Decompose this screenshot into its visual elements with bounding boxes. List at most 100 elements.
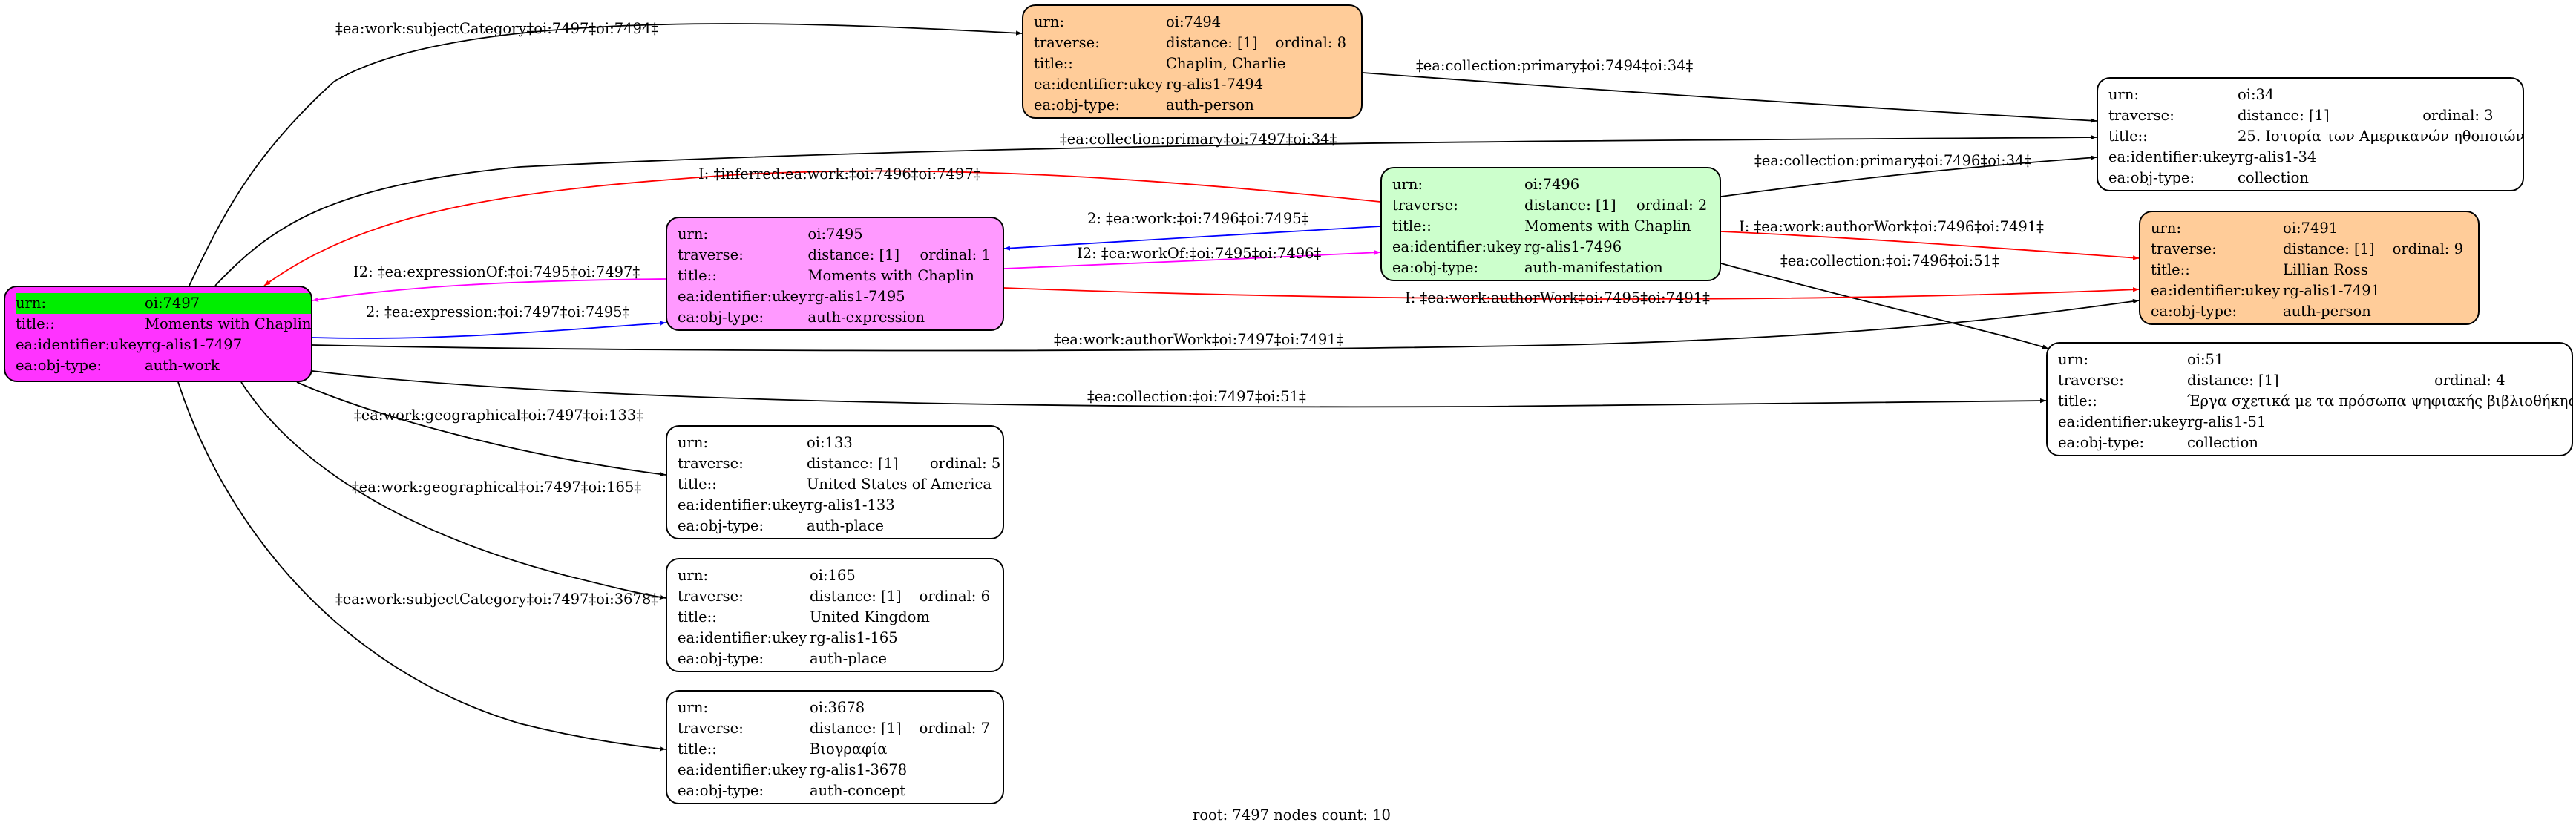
node-attribute-row: ea:obj-type: auth-place	[678, 648, 990, 669]
attribute-ordinal: ordinal: 9	[2392, 240, 2463, 257]
attribute-ordinal: ordinal: 2	[1636, 197, 1708, 214]
node-attribute-row: ea:obj-type:auth-person	[1034, 95, 1346, 116]
attribute-value: oi:7491	[2283, 220, 2339, 237]
node-attribute-row: traverse:distance: [1]ordinal: 9	[2151, 239, 2463, 260]
attribute-key: title::	[2108, 128, 2148, 145]
attribute-key: urn:	[1034, 13, 1065, 30]
attribute-key: ea:identifier:ukey	[2151, 282, 2280, 299]
attribute-key: ea:obj-type:	[678, 650, 764, 667]
attribute-value: rg-alis1-7495	[807, 288, 905, 305]
attribute-value: distance: [1]	[807, 455, 899, 472]
node-attribute-row: title::Lillian Ross	[2151, 260, 2463, 280]
attribute-ordinal: ordinal: 7	[919, 720, 990, 737]
node-attribute-row: traverse:distance: [1]ordinal: 5	[678, 453, 1003, 474]
attribute-value: distance: [1]	[2283, 240, 2375, 257]
node-attribute-row: ea:obj-type:auth-concept	[678, 781, 990, 801]
node-attribute-row: ea:obj-type:collection	[2058, 433, 2572, 453]
attribute-value: auth-place	[807, 517, 884, 534]
node-attribute-row: urn:oi:7495	[678, 224, 992, 245]
attribute-value: United Kingdom	[810, 608, 930, 625]
node-attribute-row: title::Βιογραφία	[678, 739, 990, 760]
attribute-key: ea:identifier:ukey	[678, 496, 807, 513]
edge-4	[263, 170, 1381, 286]
node-attribute-row: traverse:distance: [1]ordinal: 2	[1392, 195, 1708, 216]
attribute-key: ea:obj-type:	[2151, 303, 2238, 320]
attribute-key: ea:obj-type:	[16, 357, 102, 374]
edge-13	[312, 298, 2140, 352]
attribute-ordinal: ordinal: 3	[2422, 107, 2494, 124]
node-attribute-row: ea:obj-type:auth-work	[16, 355, 311, 376]
attribute-key: traverse:	[678, 246, 744, 263]
edge-1	[189, 23, 1023, 286]
edge-label: I2: ‡ea:expressionOf:‡oi:7495‡oi:7497‡	[353, 263, 640, 280]
attribute-value: auth-expression	[807, 309, 925, 326]
attribute-key: title::	[678, 608, 717, 625]
attribute-value: Moments with Chaplin	[1524, 217, 1691, 234]
node-attribute-row: title::Moments with Chaplin	[678, 266, 992, 286]
edge-8	[1720, 231, 2140, 260]
attribute-key: urn:	[678, 434, 709, 451]
edge-label: I: ‡inferred:ea:work:‡oi:7496‡oi:7497‡	[698, 165, 981, 183]
edge-14	[312, 370, 2047, 408]
edge-10	[312, 278, 666, 302]
attribute-value: 25. Ιστορία των Αμερικανών ηθοποιών	[2238, 128, 2524, 145]
attribute-value: rg-alis1-133	[807, 496, 895, 513]
attribute-key: ea:identifier:ukey	[1392, 238, 1521, 255]
edge-label: I: ‡ea:work:authorWork‡oi:7495‡oi:7491‡	[1405, 289, 1710, 306]
attribute-value: oi:7495	[807, 226, 863, 243]
edge-16	[240, 381, 666, 600]
node-attribute-row: urn:oi:7497	[16, 293, 311, 314]
node-attribute-row: ea:obj-type:auth-person	[2151, 301, 2463, 322]
edge-5	[1720, 155, 2097, 197]
attribute-key: ea:identifier:ukey	[678, 629, 807, 646]
node-attribute-row: ea:obj-type:auth-expression	[678, 307, 992, 328]
attribute-value: distance: [1]	[807, 246, 900, 263]
edge-12	[1003, 287, 2140, 300]
attribute-value: auth-place	[810, 650, 887, 667]
attribute-key: title::	[16, 315, 55, 332]
attribute-value: rg-alis1-34	[2238, 148, 2317, 165]
node-attribute-row: urn:oi:133	[678, 433, 1003, 453]
attribute-value: distance: [1]	[1524, 197, 1616, 214]
node-attribute-row: title::25. Ιστορία των Αμερικανών ηθοποι…	[2108, 126, 2524, 147]
attribute-value: oi:165	[810, 567, 856, 584]
node-oi-7494[interactable]: urn: oi:7494 traverse:distance: [1]ordinal…	[1022, 4, 1363, 119]
attribute-key: urn:	[678, 567, 709, 584]
edge-label: ‡ea:collection:‡oi:7497‡oi:51‡	[1087, 388, 1306, 405]
attribute-value: rg-alis1-7491	[2283, 282, 2381, 299]
attribute-value: United States of America	[807, 476, 992, 493]
attribute-key: ea:identifier:ukey	[2108, 148, 2238, 165]
node-attribute-row: traverse:distance: [1]ordinal: 8	[1034, 33, 1346, 53]
attribute-key: ea:obj-type:	[678, 517, 764, 534]
node-attribute-row: ea:obj-type:collection	[2108, 168, 2523, 188]
attribute-key: title::	[1392, 217, 1432, 234]
node-attribute-row: title::United States of America	[678, 474, 1003, 495]
attribute-key: urn:	[1392, 176, 1423, 193]
edge-15	[296, 381, 666, 477]
edge-label: ‡ea:collection:primary‡oi:7496‡oi:34‡	[1754, 152, 2032, 169]
node-attribute-row: urn:oi:7491	[2151, 218, 2463, 239]
attribute-key: title::	[1034, 55, 1073, 72]
attribute-value: oi:7494	[1166, 13, 1222, 30]
